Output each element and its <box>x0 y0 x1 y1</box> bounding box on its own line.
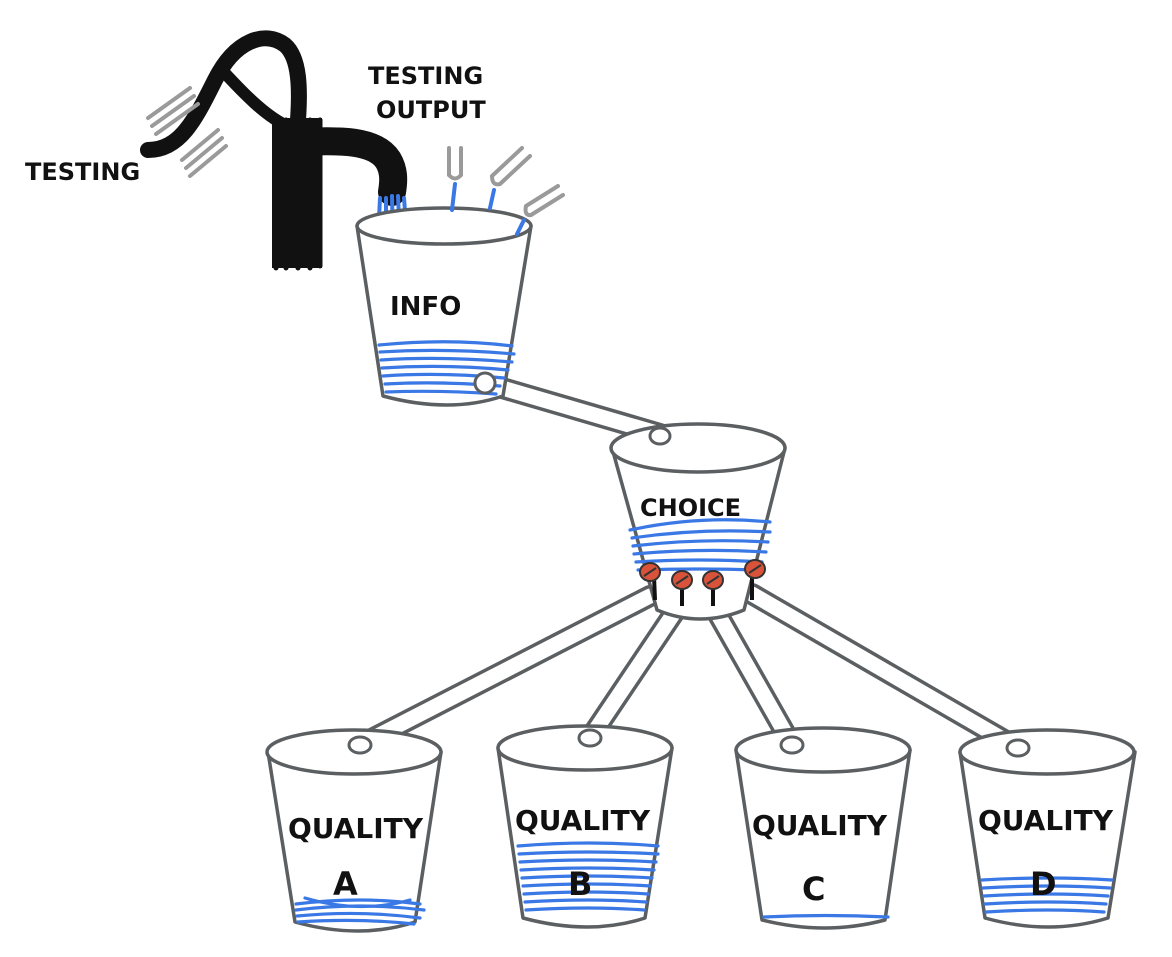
pump-label: TESTING <box>25 158 140 186</box>
pipe-mouth-a <box>347 735 373 755</box>
valves <box>639 559 766 606</box>
pipe-mouth-info <box>473 371 497 395</box>
bucket-quality-d-line1: QUALITY <box>978 804 1114 837</box>
bucket-quality-a: QUALITY A <box>265 728 443 933</box>
testing-pump <box>140 30 408 271</box>
nozzle-1 <box>447 146 463 212</box>
bucket-quality-b: QUALITY B <box>496 724 674 929</box>
valve-d <box>744 559 766 600</box>
pipe-choice-to-a <box>349 585 661 756</box>
valve-b <box>671 570 693 606</box>
testing-output-label-line1: TESTING <box>368 62 483 90</box>
pipe-mouth-choice <box>648 426 672 446</box>
water-quality-d <box>980 876 1114 914</box>
bucket-info-label: INFO <box>390 292 461 322</box>
pipe-mouth-c <box>779 735 805 755</box>
water-quality-b <box>516 841 660 912</box>
bucket-info: INFO <box>355 206 533 407</box>
pipe-choice-to-d <box>741 583 1029 759</box>
pipe-mouth-b <box>577 728 603 748</box>
pipe-mouth-d <box>1005 738 1031 758</box>
nozzle-2 <box>488 146 532 210</box>
pipes-output <box>349 583 1029 759</box>
bucket-quality-d: QUALITY D <box>958 728 1137 929</box>
bucket-quality-d-line2: D <box>1030 865 1057 903</box>
bucket-quality-b-line1: QUALITY <box>515 804 651 837</box>
bucket-choice-label: CHOICE <box>640 494 741 522</box>
bucket-quality-c-line1: QUALITY <box>752 809 888 842</box>
bucket-quality-a-line1: QUALITY <box>288 812 424 845</box>
bucket-quality-a-line2: A <box>333 865 358 903</box>
motion-lines <box>146 86 228 178</box>
nozzle-3 <box>515 184 565 236</box>
testing-output-nozzles <box>447 146 565 236</box>
valve-a <box>639 562 661 601</box>
pipe-choice-to-c <box>701 593 803 756</box>
testing-output-label-line2: OUTPUT <box>376 96 486 124</box>
water-quality-a <box>294 896 426 926</box>
pipe-choice-to-b <box>579 593 691 749</box>
valve-c <box>702 570 724 606</box>
water-quality-c <box>762 913 890 919</box>
bucket-quality-c-line2: C <box>802 870 825 908</box>
bucket-quality-c: QUALITY C <box>734 726 912 930</box>
bucket-quality-b-line2: B <box>568 865 592 903</box>
